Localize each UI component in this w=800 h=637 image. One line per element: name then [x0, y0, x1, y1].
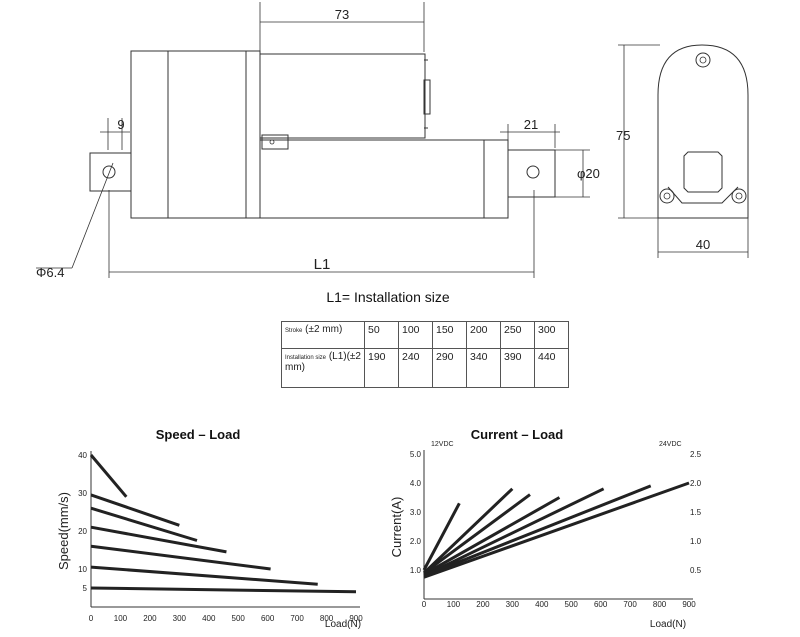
- table-row: Installation size (L1)(±2 mm) 190 240 29…: [281, 348, 569, 388]
- row-header-small: Stroke: [285, 328, 303, 334]
- speed-series-line: [90, 525, 227, 554]
- rear-mount: [89, 152, 132, 192]
- end-view-outline: [657, 44, 749, 219]
- dim-rod-dia: φ20: [577, 166, 600, 181]
- current-series-line: [422, 502, 461, 571]
- x-tick-label: 700: [290, 614, 304, 623]
- end-view-square: [683, 151, 723, 193]
- current-series-line: [422, 487, 514, 574]
- row-header-stroke: Stroke (±2 mm): [281, 321, 365, 349]
- row-header-installation: Installation size (L1)(±2 mm): [281, 348, 365, 388]
- rear-mount-hole: [102, 165, 116, 179]
- current-series-line: [423, 484, 652, 578]
- y2-tick-label: 1.5: [690, 508, 702, 517]
- dim-top-width: 73: [335, 7, 349, 22]
- gearbox-housing: [259, 53, 426, 139]
- y-tick-label: 1.0: [410, 566, 422, 575]
- x-tick-label: 100: [114, 614, 128, 623]
- x-tick-label: 300: [173, 614, 187, 623]
- x-tick-label: 100: [447, 600, 461, 609]
- y2-tick-label: 2.0: [690, 479, 702, 488]
- y-axis-label: Speed(mm/s): [56, 492, 71, 570]
- y-tick-label: 3.0: [410, 508, 422, 517]
- x-tick-label: 900: [349, 614, 363, 623]
- speed-series-line: [90, 565, 318, 586]
- table-cell: 440: [534, 348, 569, 388]
- x-tick-label: 800: [320, 614, 334, 623]
- y-tick-label: 4.0: [410, 479, 422, 488]
- y-axis-label: Current(A): [389, 497, 404, 558]
- x-tick-label: 200: [476, 600, 490, 609]
- row-header-rest: (L1)(±2 mm): [285, 351, 361, 373]
- dim-hole-dia: Φ6.4: [36, 265, 64, 280]
- speed-series-line: [89, 454, 128, 498]
- rod-end-hole: [526, 165, 540, 179]
- current-series-line: [423, 493, 531, 575]
- current-series-line: [423, 481, 690, 579]
- x-tick-label: 900: [682, 600, 696, 609]
- table-cell: 50: [364, 321, 399, 349]
- table-cell: 290: [432, 348, 467, 388]
- x-tick-label: 200: [143, 614, 157, 623]
- x-tick-label: 300: [506, 600, 520, 609]
- x-tick-label: 600: [594, 600, 608, 609]
- y2-tick-label: 2.5: [690, 450, 702, 459]
- dim-end-width: 40: [696, 237, 710, 252]
- y-tick-label: 5.0: [410, 450, 422, 459]
- x-tick-label: 600: [261, 614, 275, 623]
- y-tick-label: 10: [78, 565, 87, 574]
- row-header-small: Installation size: [285, 355, 327, 361]
- x-axis-label: Load(N): [650, 619, 686, 630]
- installation-size-title: L1= Installation size: [326, 289, 450, 305]
- x-tick-label: 400: [202, 614, 216, 623]
- outer-tube: [259, 139, 509, 219]
- y-tick-label: 5: [83, 584, 88, 593]
- dim-pin-offset: 9: [117, 117, 124, 132]
- x-tick-label: 800: [653, 600, 667, 609]
- x-tick-label: 500: [565, 600, 579, 609]
- x-tick-label: 500: [232, 614, 246, 623]
- y-tick-label: 30: [78, 489, 87, 498]
- y2-tick-label: 1.0: [690, 537, 702, 546]
- dim-end-height: 75: [616, 128, 630, 143]
- x-tick-label: 400: [535, 600, 549, 609]
- x-axis-label: Load(N): [325, 619, 361, 630]
- table-cell: 200: [466, 321, 501, 349]
- table-cell: 190: [364, 348, 399, 388]
- rod-end: [507, 149, 556, 198]
- table-cell: 150: [432, 321, 467, 349]
- y-tick-label: 2.0: [410, 537, 422, 546]
- actuator-drawing: 73 9 21 φ20 Φ6.4 L1 75 40: [36, 2, 749, 280]
- x-tick-label: 0: [89, 614, 94, 623]
- speed-series-line: [90, 586, 357, 594]
- y-tick-label: 20: [78, 527, 87, 536]
- x-tick-label: 700: [623, 600, 637, 609]
- table-cell: 300: [534, 321, 569, 349]
- table-cell: 100: [398, 321, 433, 349]
- speed-series-line: [90, 506, 198, 542]
- speed-series-line: [90, 544, 271, 571]
- y2-unit-label: 24VDC: [659, 441, 682, 448]
- x-tick-label: 0: [422, 600, 427, 609]
- table-cell: 340: [466, 348, 501, 388]
- table-cell: 250: [500, 321, 535, 349]
- motor-body: [130, 50, 261, 219]
- table-row: Stroke (±2 mm) 50 100 150 200 250 300: [281, 321, 569, 349]
- chart-title: Current – Load: [471, 427, 564, 442]
- table-cell: 240: [398, 348, 433, 388]
- current-series-line: [423, 496, 561, 576]
- chart-title: Speed – Load: [156, 427, 241, 442]
- y-unit-label: 12VDC: [431, 441, 454, 448]
- y-tick-label: 40: [78, 451, 87, 460]
- dim-rod-end: 21: [524, 117, 538, 132]
- row-header-rest: (±2 mm): [305, 324, 343, 335]
- speed-series-line: [90, 493, 180, 527]
- y2-tick-label: 0.5: [690, 566, 702, 575]
- spec-table: Stroke (±2 mm) 50 100 150 200 250 300 In…: [281, 321, 569, 388]
- current-series-line: [423, 487, 605, 578]
- table-cell: 390: [500, 348, 535, 388]
- dim-length: L1: [314, 256, 331, 273]
